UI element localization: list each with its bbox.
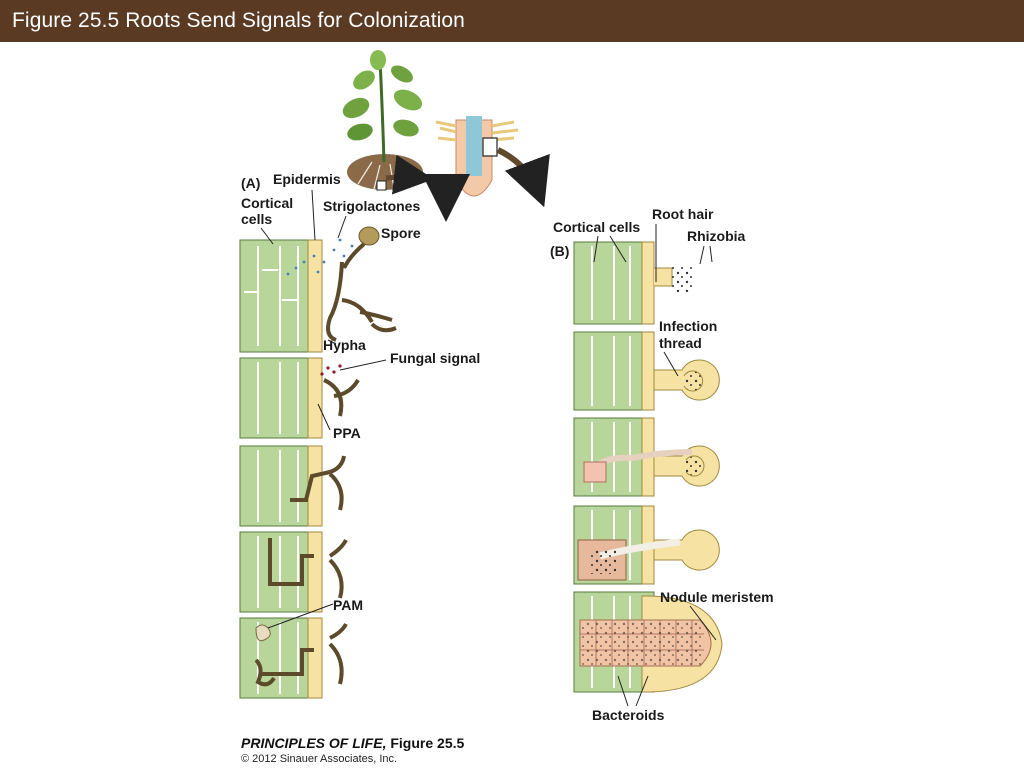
plant-illustration	[342, 50, 434, 195]
bacteroids-label: Bacteroids	[592, 707, 665, 723]
strigolactone-dots	[286, 238, 354, 276]
copyright-notice: © 2012 Sinauer Associates, Inc.	[241, 753, 398, 765]
fungal-signal-label: Fungal signal	[390, 350, 480, 366]
nodule-meristem-label: Nodule meristem	[660, 589, 774, 605]
panel-a-stage-2	[239, 357, 360, 439]
infection-thread-label-line2: thread	[659, 335, 702, 351]
panel-a-stage-3	[239, 445, 346, 527]
panel-a-label: (A)	[241, 175, 260, 191]
cortical-cells-label-line1: Cortical	[241, 195, 293, 211]
panel-b-stage-5	[573, 591, 723, 693]
strigolactones-label: Strigolactones	[323, 198, 420, 214]
slide-title: Figure 25.5 Roots Send Signals for Colon…	[12, 9, 465, 32]
infection-thread-label-line1: Infection	[659, 318, 717, 334]
cortical-cells-label-line2: cells	[241, 211, 272, 227]
panel-b-label: (B)	[550, 243, 569, 259]
panel-b: (B) Cortical cells Root hair Rhizobia In…	[550, 206, 774, 723]
panel-b-stage-4	[573, 505, 720, 585]
figure-number: Figure 25.5	[390, 735, 465, 751]
root-hair-label: Root hair	[652, 206, 714, 222]
hypha-label: Hypha	[323, 337, 366, 353]
panel-a: (A) Epidermis Cortical cells Strigolacto…	[239, 171, 480, 699]
panel-a-stage-1	[239, 226, 397, 353]
title-bar: Figure 25.5 Roots Send Signals for Colon…	[0, 0, 1024, 42]
cortical-cells-b-label: Cortical cells	[553, 219, 640, 235]
panel-a-stage-4	[239, 531, 348, 613]
rhizobia-label: Rhizobia	[687, 228, 746, 244]
book-title: PRINCIPLES OF LIFE,	[241, 735, 387, 751]
panel-a-stage-5	[239, 617, 348, 699]
panel-b-stage-1	[573, 241, 694, 325]
pam-label: PAM	[333, 597, 363, 613]
root-tip-illustration	[422, 116, 550, 222]
panel-a-leader-lines	[260, 189, 387, 629]
panel-b-stage-2	[573, 331, 720, 411]
epidermis-label: Epidermis	[273, 171, 341, 187]
panel-b-leader-lines	[593, 224, 717, 707]
spore-label: Spore	[381, 225, 421, 241]
ppa-label: PPA	[333, 425, 361, 441]
book-credit: PRINCIPLES OF LIFE, Figure 25.5	[241, 735, 464, 751]
panel-b-stage-3	[573, 417, 720, 497]
